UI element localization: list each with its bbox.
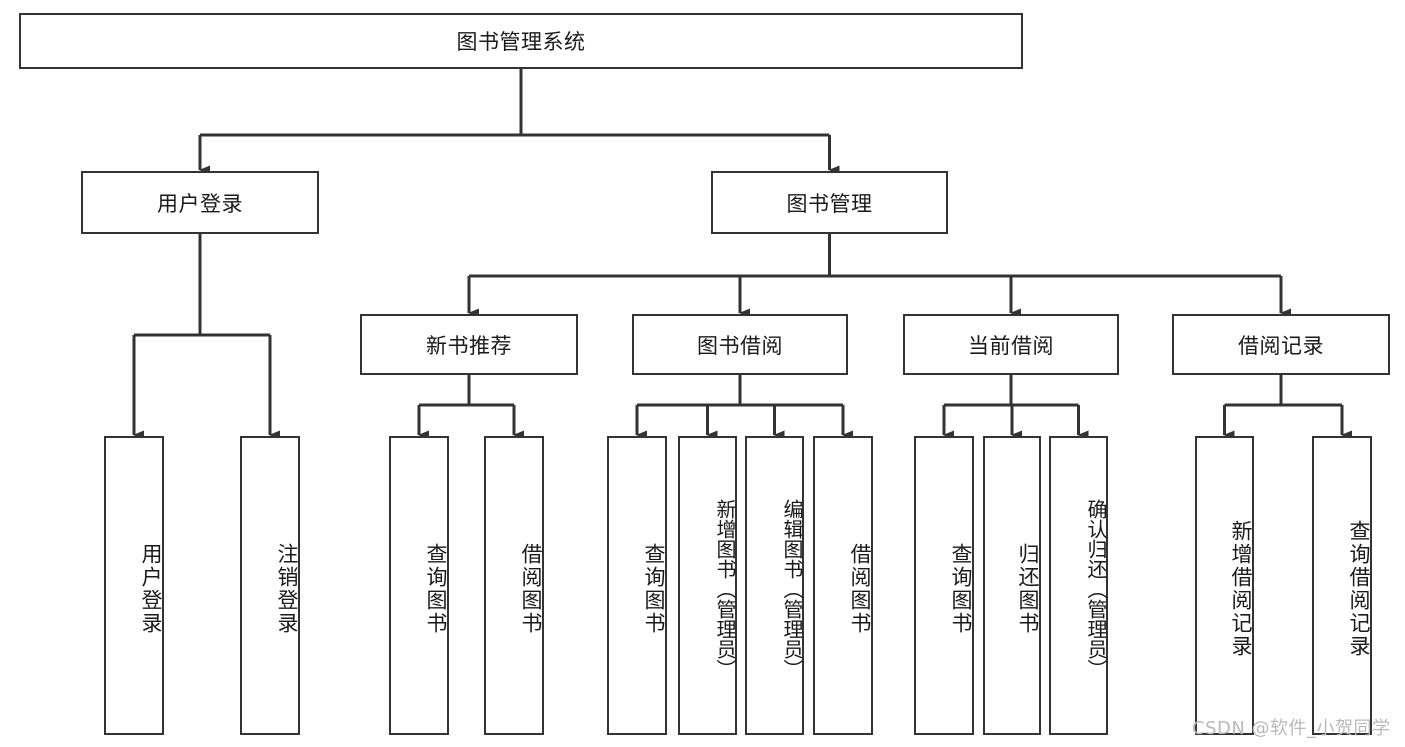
node-label: 图书管理系统 bbox=[456, 30, 586, 54]
node-records[interactable]: 借阅记录 bbox=[1172, 314, 1390, 375]
node-label: 借阅图书 bbox=[519, 542, 543, 635]
node-leaf-4[interactable]: 借阅图书 bbox=[484, 436, 544, 735]
node-label: 新增图书（管理员） bbox=[713, 498, 737, 679]
node-label: 当前借阅 bbox=[968, 333, 1054, 358]
node-current[interactable]: 当前借阅 bbox=[903, 314, 1119, 375]
node-leaf-9[interactable]: 查询图书 bbox=[914, 436, 974, 735]
node-label: 编辑图书（管理员） bbox=[780, 498, 804, 679]
node-leaf-5[interactable]: 查询图书 bbox=[607, 436, 667, 735]
node-label: 新书推荐 bbox=[426, 333, 512, 358]
node-label: 借阅记录 bbox=[1238, 333, 1324, 358]
node-newbook[interactable]: 新书推荐 bbox=[360, 314, 578, 375]
node-leaf-10[interactable]: 归还图书 bbox=[983, 436, 1041, 735]
node-leaf-13[interactable]: 查询借阅记录 bbox=[1312, 436, 1372, 735]
node-leaf-2[interactable]: 注销登录 bbox=[240, 436, 300, 735]
node-leaf-6[interactable]: 新增图书（管理员） bbox=[678, 436, 737, 735]
node-leaf-11[interactable]: 确认归还（管理员） bbox=[1049, 436, 1108, 735]
node-bookmgmt[interactable]: 图书管理 bbox=[711, 171, 948, 234]
node-leaf-3[interactable]: 查询图书 bbox=[389, 436, 449, 735]
node-label: 图书管理 bbox=[786, 191, 873, 216]
node-root[interactable]: 图书管理系统 bbox=[19, 13, 1023, 69]
watermark: CSDN @软件_小贺同学 bbox=[1192, 718, 1391, 739]
node-label: 新增借阅记录 bbox=[1229, 519, 1253, 658]
node-label: 查询图书 bbox=[949, 542, 973, 635]
node-leaf-1[interactable]: 用户登录 bbox=[104, 436, 164, 735]
node-label: 借阅图书 bbox=[848, 542, 872, 635]
node-label: 图书借阅 bbox=[697, 333, 783, 358]
node-login[interactable]: 用户登录 bbox=[81, 171, 319, 234]
node-leaf-12[interactable]: 新增借阅记录 bbox=[1195, 436, 1254, 735]
node-label: 用户登录 bbox=[139, 542, 163, 635]
node-borrow[interactable]: 图书借阅 bbox=[632, 314, 848, 375]
node-label: 归还图书 bbox=[1016, 542, 1040, 635]
node-leaf-7[interactable]: 编辑图书（管理员） bbox=[745, 436, 804, 735]
node-label: 查询借阅记录 bbox=[1347, 519, 1371, 658]
node-label: 确认归还（管理员） bbox=[1084, 498, 1108, 679]
node-label: 注销登录 bbox=[275, 542, 299, 635]
node-label: 用户登录 bbox=[157, 191, 243, 216]
node-label: 查询图书 bbox=[642, 542, 666, 635]
node-label: 查询图书 bbox=[424, 542, 448, 635]
node-leaf-8[interactable]: 借阅图书 bbox=[813, 436, 873, 735]
